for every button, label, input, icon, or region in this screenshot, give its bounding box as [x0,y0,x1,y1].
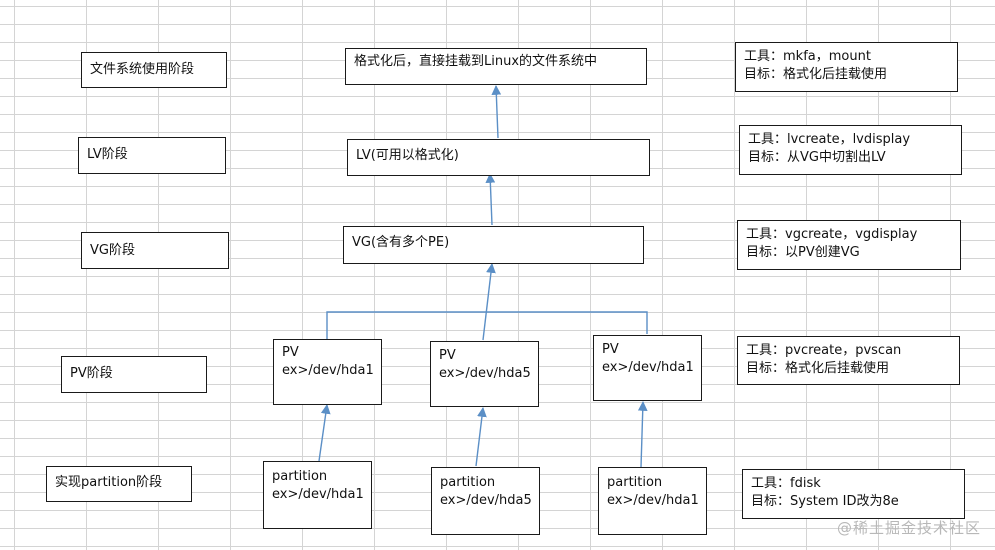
arrow-partition2-to-pv2 [475,407,487,467]
note-partition: 工具：fdisk 目标：System ID改为8e [742,469,965,519]
note-goal: 目标：System ID改为8e [751,494,899,509]
pv-box-2: PV ex>/dev/hda5 [430,341,539,407]
pv-device: ex>/dev/hda5 [439,366,531,381]
note-tool: 工具：vgcreate，vgdisplay [746,227,918,242]
vg-box-text: VG(含有多个PE) [352,235,450,250]
partition-device: ex>/dev/hda1 [272,487,364,502]
partition-device: ex>/dev/hda5 [440,493,532,508]
stage-label-partition: 实现partition阶段 [46,466,192,502]
note-lv: 工具：lvcreate，lvdisplay 目标：从VG中切割出LV [739,125,962,175]
stage-label-text: 文件系统使用阶段 [90,62,195,77]
pv-device: ex>/dev/hda1 [602,360,694,375]
stage-label-text: 实现partition阶段 [55,475,163,490]
lv-box-text: LV(可用以格式化) [356,148,459,163]
partition-title: partition [440,475,496,490]
stage-label-lv: LV阶段 [78,137,226,174]
partition-title: partition [607,475,663,490]
stage-label-text: PV阶段 [70,366,113,381]
lv-box: LV(可用以格式化) [347,139,650,176]
note-tool: 工具：mkfa，mount [744,49,871,64]
note-tool: 工具：pvcreate，pvscan [746,343,902,358]
watermark: @稀土掘金技术社区 [836,519,981,537]
note-goal: 目标：以PV创建VG [746,245,860,260]
partition-title: partition [272,469,328,484]
stage-label-fs: 文件系统使用阶段 [81,52,227,88]
vg-box: VG(含有多个PE) [343,226,644,264]
pv-box-3: PV ex>/dev/hda1 [593,335,702,401]
note-goal: 目标：格式化后挂载使用 [744,67,888,82]
note-tool: 工具：lvcreate，lvdisplay [748,132,911,147]
arrow-pv-to-vg [482,263,496,341]
note-vg: 工具：vgcreate，vgdisplay 目标：以PV创建VG [737,220,961,270]
pv-title: PV [282,345,299,360]
note-fs: 工具：mkfa，mount 目标：格式化后挂载使用 [735,42,958,92]
stage-label-text: LV阶段 [87,147,128,162]
arrow-lv-to-fs [491,85,502,139]
stage-label-pv: PV阶段 [61,356,207,393]
partition-box-2: partition ex>/dev/hda5 [431,467,540,535]
pv-bracket-line [326,311,648,339]
note-goal: 目标：从VG中切割出LV [748,150,886,165]
pv-device: ex>/dev/hda1 [282,363,374,378]
partition-box-3: partition ex>/dev/hda1 [598,467,707,535]
note-goal: 目标：格式化后挂载使用 [746,361,890,376]
pv-title: PV [602,342,619,357]
partition-box-1: partition ex>/dev/hda1 [263,461,372,529]
pv-box-1: PV ex>/dev/hda1 [273,339,382,405]
stage-label-text: VG阶段 [90,243,135,258]
pv-title: PV [439,348,456,363]
arrow-vg-to-lv [485,173,496,226]
note-pv: 工具：pvcreate，pvscan 目标：格式化后挂载使用 [737,336,960,385]
fs-box: 格式化后，直接挂载到Linux的文件系统中 [345,48,647,85]
note-tool: 工具：fdisk [751,476,821,491]
arrow-partition1-to-pv1 [318,404,331,462]
fs-box-text: 格式化后，直接挂载到Linux的文件系统中 [354,54,598,69]
partition-device: ex>/dev/hda1 [607,493,699,508]
arrow-partition3-to-pv3 [637,401,648,468]
stage-label-vg: VG阶段 [81,232,229,269]
